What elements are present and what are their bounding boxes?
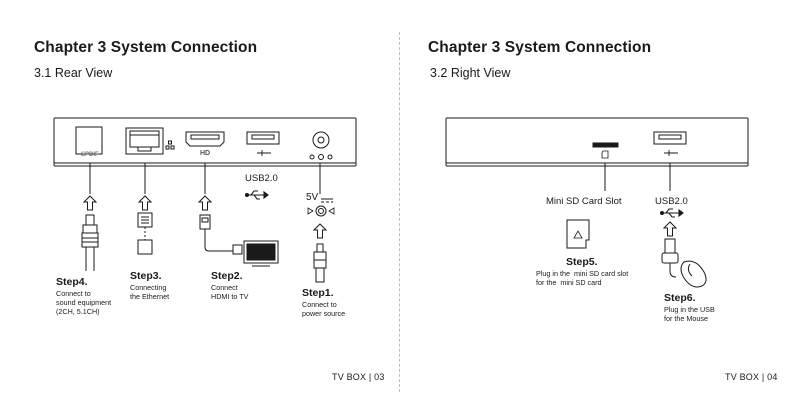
page-title: Chapter 3 System Connection — [34, 39, 258, 56]
spdif-port-icon — [75, 126, 103, 155]
page-title: Chapter 3 System Connection — [428, 39, 652, 56]
arrow-up-icon — [312, 223, 328, 239]
arrow-up-icon — [662, 221, 678, 237]
page-footer: TV BOX | 03 — [332, 372, 385, 382]
step-title: Step2. — [211, 270, 243, 282]
page-divider — [399, 32, 400, 392]
step-description: Connecting the Ethernet — [130, 283, 170, 301]
arrow-up-icon — [197, 195, 213, 211]
section-subtitle: 3.2 Right View — [430, 66, 511, 80]
step-6-instruction: Step6. Plug in the USB for the Mouse — [664, 292, 715, 323]
hdmi-cable-icon — [199, 214, 243, 255]
usb-port-icon — [246, 131, 280, 156]
dc-symbol-icon — [321, 198, 333, 203]
usb-symbol-icon — [659, 208, 684, 218]
step-title: Step3. — [130, 270, 162, 282]
tv-icon — [243, 240, 279, 267]
mouse-icon — [680, 260, 707, 288]
power-voltage-label: 5V — [306, 192, 319, 203]
ethernet-port-icon — [125, 127, 175, 155]
hdmi-port-icon — [185, 131, 225, 147]
spdif-label: SPDIF — [81, 152, 99, 158]
arrow-up-icon — [137, 195, 153, 211]
hd-label: HD — [200, 150, 211, 157]
usb-symbol-icon — [244, 190, 269, 200]
usb-port-icon — [653, 131, 687, 156]
step-5-instruction: Step5. Plug in the mini SD card slot for… — [536, 256, 628, 287]
step-title: Step6. — [664, 292, 696, 304]
arrow-up-icon — [82, 195, 98, 211]
usb-label: USB2.0 — [245, 173, 278, 184]
step-2-instruction: Step2. Connect HDMI to TV — [211, 270, 248, 301]
step-3-instruction: Step3. Connecting the Ethernet — [130, 270, 169, 301]
step-4-instruction: Step4. Connect to sound equipment (2CH, … — [56, 276, 111, 316]
step-description: Plug in the mini SD card slot for the mi… — [536, 269, 629, 287]
optical-cable-icon — [81, 214, 99, 271]
step-description: Plug in the USB for the Mouse — [664, 305, 715, 323]
dc-polarity-icon — [307, 205, 335, 217]
usb-plug-icon — [661, 238, 679, 278]
step-title: Step4. — [56, 276, 88, 288]
sd-card-slot-icon — [592, 142, 619, 159]
page-right-view: Chapter 3 System Connection 3.2 Right Vi… — [400, 0, 800, 413]
step-description: Connect HDMI to TV — [211, 283, 249, 301]
section-subtitle: 3.1 Rear View — [34, 66, 113, 80]
step-title: Step1. — [302, 287, 334, 299]
page-footer: TV BOX | 04 — [725, 372, 778, 382]
step-description: Connect to power source — [302, 300, 346, 318]
step-title: Step5. — [566, 256, 598, 268]
sd-slot-label: Mini SD Card Slot — [546, 196, 622, 207]
ethernet-cable-icon — [137, 212, 153, 255]
rear-view-diagram — [53, 117, 357, 283]
step-1-instruction: Step1. Connect to power source — [302, 287, 345, 318]
step-description: Connect to sound equipment (2CH, 5.1CH) — [56, 289, 112, 316]
power-cable-icon — [313, 243, 327, 283]
tv-box-side-panel — [445, 117, 749, 167]
sd-card-icon — [566, 219, 590, 249]
power-jack-icon — [309, 131, 333, 160]
right-view-diagram — [445, 117, 749, 288]
usb-label: USB2.0 — [655, 196, 688, 207]
page-rear-view: Chapter 3 System Connection 3.1 Rear Vie… — [34, 39, 385, 382]
